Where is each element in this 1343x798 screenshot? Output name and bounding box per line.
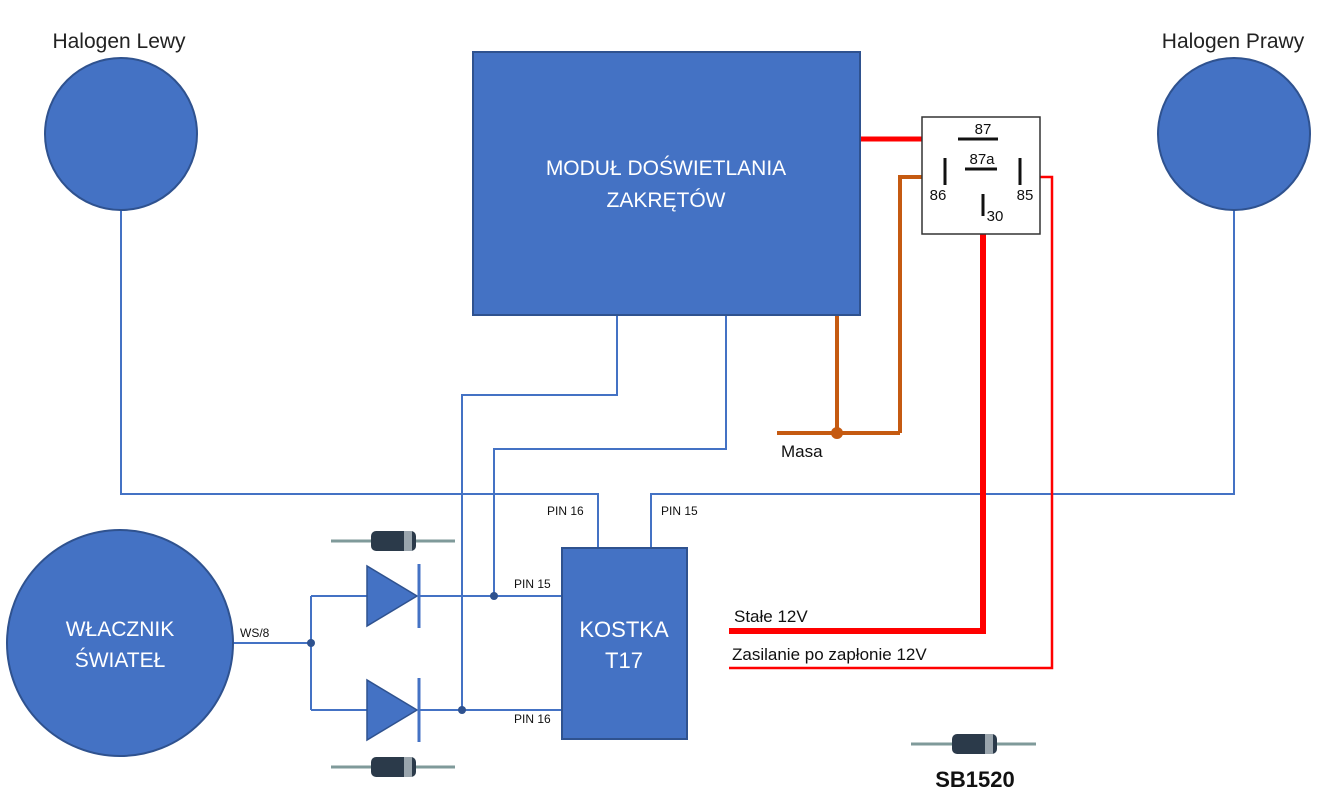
pin16-top-label: PIN 16	[547, 504, 584, 518]
module-title-line1: MODUŁ DOŚWIETLANIA	[546, 156, 786, 180]
relay-pin85-label: 85	[1017, 187, 1034, 204]
junction-pin16	[458, 706, 466, 714]
signal-wires	[120, 210, 1235, 711]
pin16-left-label: PIN 16	[514, 712, 551, 726]
switch-label-line1: WŁACZNIK	[66, 618, 175, 641]
relay-pin87-label: 87	[975, 121, 992, 138]
diode-upper-triangle	[366, 564, 419, 628]
connector-t17-box	[561, 547, 688, 740]
wire-module-to-pin15-bus	[493, 316, 727, 596]
diode-lower-triangle	[366, 678, 419, 742]
halogen-left-lamp	[44, 57, 198, 211]
connector-label-line1: KOSTKA	[579, 617, 669, 642]
wire-module-to-pin16-bus	[461, 316, 618, 710]
switch-label-line2: ŚWIATEŁ	[75, 648, 166, 672]
relay-pin86-label: 86	[930, 187, 947, 204]
diode-upper	[366, 564, 421, 628]
diode-lower	[366, 678, 421, 742]
connector-label-line2: T17	[605, 648, 643, 673]
ignition-12v-label: Zasilanie po zapłonie 12V	[732, 645, 927, 664]
light-switch	[6, 529, 234, 757]
wire-halogen-left-to-pin16	[120, 210, 599, 548]
diode-picture-sb1520	[911, 734, 1036, 754]
diode-part-label: SB1520	[935, 767, 1015, 792]
ws8-label: WS/8	[240, 626, 270, 640]
module-box	[472, 51, 861, 316]
junction-dots	[307, 592, 498, 714]
halogen-right-label: Halogen Prawy	[1162, 30, 1305, 53]
wire-halogen-right-to-pin15	[650, 210, 1235, 548]
ground-label: Masa	[781, 442, 823, 461]
module-title-line2: ZAKRĘTÓW	[607, 189, 726, 212]
relay-pin30-label: 30	[987, 208, 1004, 225]
wire-constant-12v	[729, 213, 986, 634]
halogen-left-label: Halogen Lewy	[52, 30, 186, 53]
junction-ws8	[307, 639, 315, 647]
diode-picture-top	[331, 531, 455, 551]
junction-pin15	[490, 592, 498, 600]
constant-12v-label: Stałe 12V	[734, 607, 808, 626]
diode-picture-bottom	[331, 757, 455, 777]
pin15-left-label: PIN 15	[514, 577, 551, 591]
relay-pin87a-label: 87a	[969, 151, 995, 168]
junction-ground	[831, 427, 843, 439]
halogen-right-lamp	[1157, 57, 1311, 211]
pin15-top-label: PIN 15	[661, 504, 698, 518]
